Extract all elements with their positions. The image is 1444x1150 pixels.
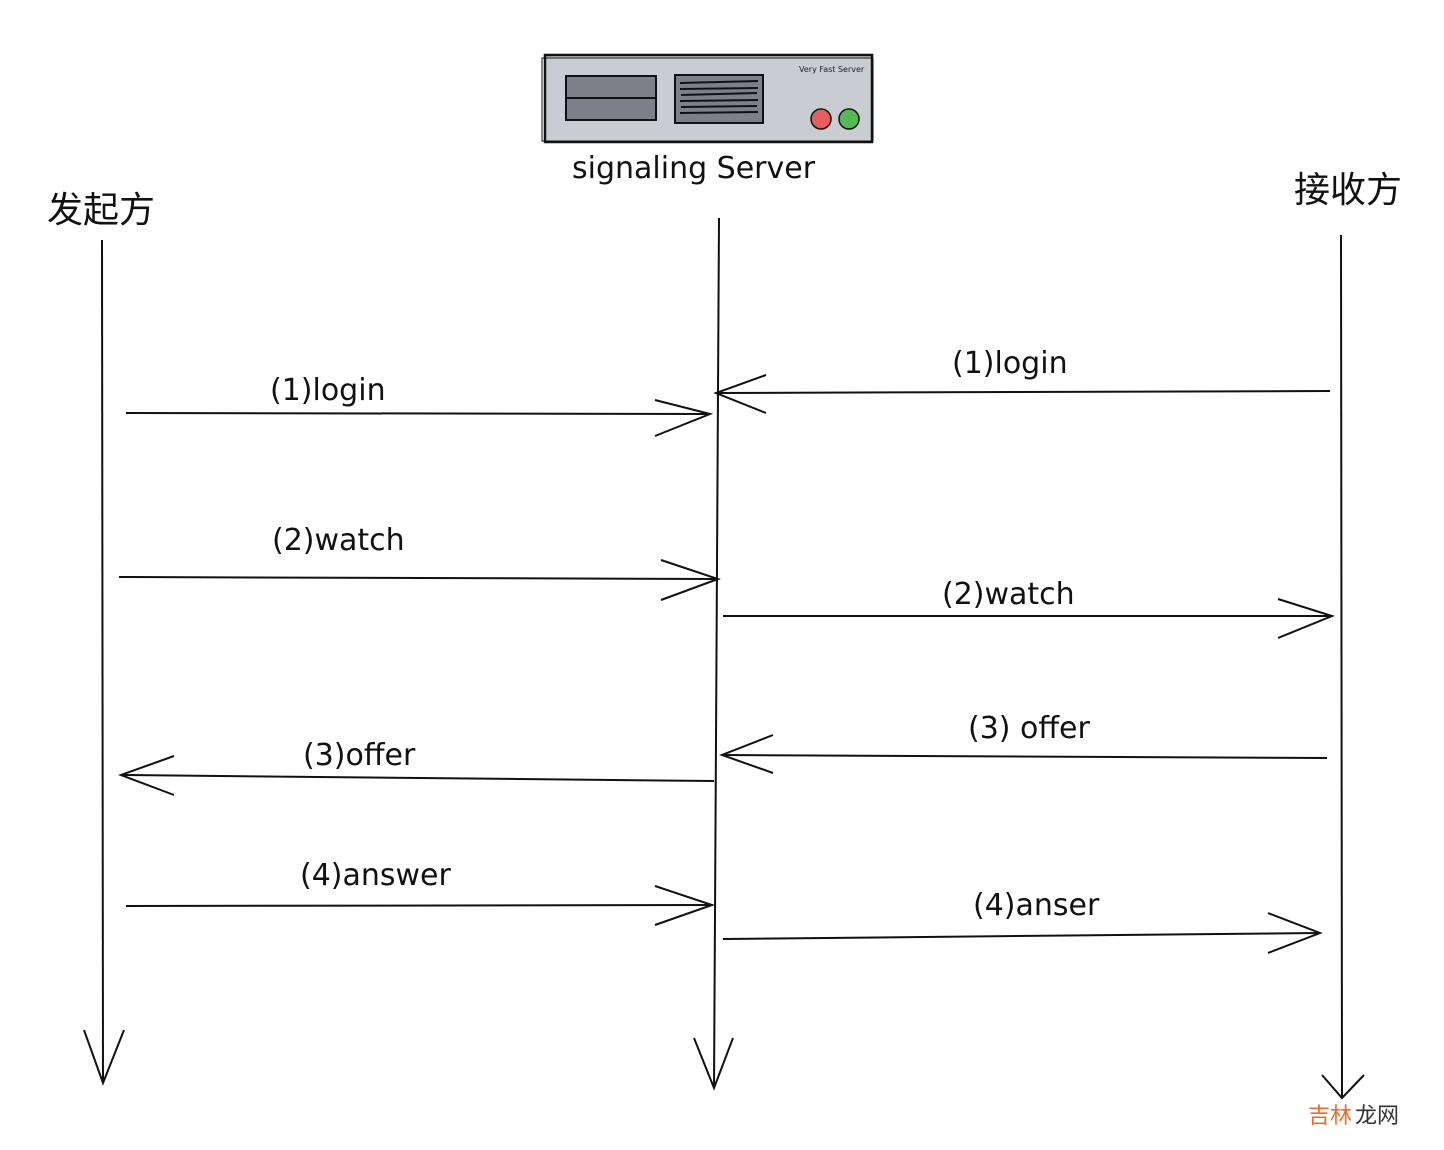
msg-label-4: (2)watch <box>942 577 1075 612</box>
receiver-label: 接收方 <box>1294 170 1402 211</box>
msg-arrow-5 <box>721 754 1328 759</box>
msg-arrowhead-1 <box>654 399 714 437</box>
receiver-lifeline-arrowhead <box>1321 1074 1365 1100</box>
msg-label-3: (2)watch <box>272 523 405 558</box>
msg-arrow-3 <box>118 576 719 580</box>
initiator-label: 发起方 <box>47 190 155 231</box>
msg-label-5: (3) offer <box>968 711 1091 746</box>
msg-arrow-1 <box>125 412 711 415</box>
initiator-lifeline <box>101 239 104 1084</box>
msg-arrow-6 <box>120 774 715 782</box>
msg-label-2: (1)login <box>952 346 1068 381</box>
msg-arrow-2 <box>715 390 1331 394</box>
receiver-lifeline <box>1340 234 1343 1099</box>
msg-arrowhead-3 <box>660 559 722 601</box>
red-led-icon <box>810 108 832 130</box>
server-lifeline <box>713 217 720 1089</box>
msg-arrow-8 <box>722 932 1321 940</box>
msg-label-1: (1)login <box>270 373 386 408</box>
initiator-lifeline-arrowhead <box>83 1029 125 1086</box>
msg-arrowhead-2 <box>713 374 767 414</box>
msg-label-7: (4)answer <box>300 858 452 893</box>
server-icon: Very Fast Server <box>541 53 874 144</box>
msg-arrowhead-4 <box>1277 598 1335 639</box>
watermark-part1: 吉林 <box>1308 1104 1352 1129</box>
lifelines <box>83 217 1365 1100</box>
msg-label-6: (3)offer <box>303 738 416 773</box>
msg-arrow-7 <box>125 904 713 907</box>
msg-arrowhead-5 <box>719 734 774 774</box>
server-lifeline-arrowhead <box>693 1037 734 1091</box>
msg-arrowhead-7 <box>654 885 716 926</box>
msg-arrowhead-6 <box>118 755 175 796</box>
server-label: signaling Server <box>572 151 816 186</box>
watermark-part2: 龙网 <box>1355 1104 1399 1129</box>
msg-label-8: (4)anser <box>973 888 1100 923</box>
green-led-icon <box>838 108 860 130</box>
server-badge-text: Very Fast Server <box>799 65 865 74</box>
msg-arrowhead-8 <box>1267 912 1323 954</box>
